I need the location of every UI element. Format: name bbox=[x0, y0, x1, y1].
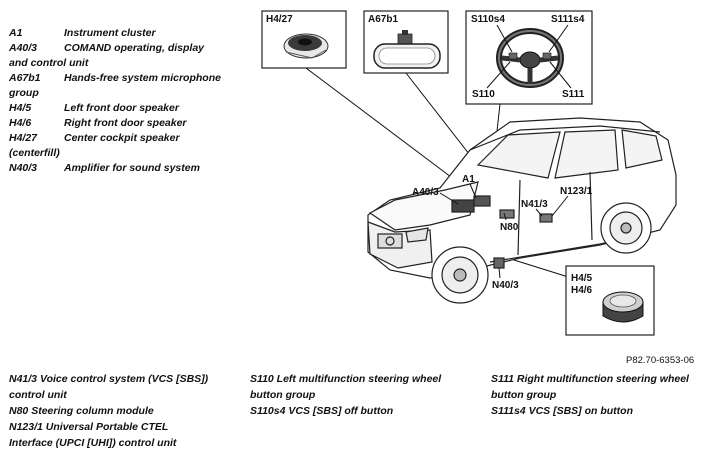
callout-n40-3: N40/3 bbox=[492, 280, 519, 291]
callout-a40-3: A40/3 bbox=[412, 187, 439, 198]
legend-desc: Right multifunction steering wheel butto… bbox=[491, 373, 689, 401]
legend-code: S110s4 bbox=[250, 405, 286, 417]
legend-row-s111: S111 Right multifunction steering wheel … bbox=[491, 371, 696, 403]
legend-bottom-col-3: S111 Right multifunction steering wheel … bbox=[491, 371, 696, 419]
steering-wheel-icon bbox=[496, 28, 564, 88]
callout-s110: S110 bbox=[472, 89, 495, 100]
legend-row-s110: S110 Left multifunction steering wheel b… bbox=[250, 371, 455, 403]
legend-desc: Amplifier for sound system bbox=[64, 162, 200, 174]
legend-code: A1 bbox=[9, 27, 23, 39]
legend-desc: VCS [SBS] off button bbox=[288, 405, 394, 417]
callout-a67b1: A67b1 bbox=[368, 14, 398, 25]
legend-desc: Steering column module bbox=[31, 405, 154, 417]
legend-desc: Right front door speaker bbox=[64, 117, 187, 129]
legend-code: N40/3 bbox=[9, 162, 38, 174]
legend-desc: Universal Portable CTEL Interface (UPCI … bbox=[9, 421, 177, 449]
suv-illustration-icon bbox=[367, 117, 677, 304]
legend-desc: Voice control system (VCS [SBS]) control… bbox=[9, 373, 209, 401]
legend-code: S111s4 bbox=[491, 405, 526, 417]
leader-line-h4-27 bbox=[305, 67, 456, 181]
callout-h4-5: H4/5 bbox=[571, 273, 593, 284]
legend-desc: COMAND operating, display and control un… bbox=[9, 42, 205, 69]
center-speaker-icon bbox=[283, 33, 329, 59]
callout-s110s4: S110s4 bbox=[471, 14, 505, 25]
legend-row-s110s4: S110s4 VCS [SBS] off button bbox=[250, 403, 455, 419]
legend-code: H4/27 bbox=[9, 132, 38, 144]
legend-code: N123/1 bbox=[9, 421, 43, 433]
legend-row-n80: N80 Steering column module bbox=[9, 403, 214, 419]
legend-code: S111 bbox=[491, 373, 514, 385]
legend-row-a40-3: A40/3 COMAND operating, display and cont… bbox=[9, 41, 224, 71]
inset-a67b1: A67b1 bbox=[363, 10, 449, 74]
callout-n80: N80 bbox=[500, 222, 519, 233]
legend-top: A1 Instrument cluster A40/3 COMAND opera… bbox=[9, 26, 224, 176]
legend-row-h4-6: H4/6 Right front door speaker bbox=[9, 116, 224, 131]
legend-row-h4-27: H4/27 Center cockpit speaker (centerfill… bbox=[9, 131, 224, 161]
legend-desc: Left front door speaker bbox=[64, 102, 179, 114]
legend-row-n40-3: N40/3 Amplifier for sound system bbox=[9, 161, 224, 176]
legend-code: H4/5 bbox=[9, 102, 32, 114]
legend-row-n41-3: N41/3 Voice control system (VCS [SBS]) c… bbox=[9, 371, 214, 403]
callout-n41-3: N41/3 bbox=[521, 199, 548, 210]
callout-s111: S111 bbox=[562, 89, 585, 100]
legend-row-s111s4: S111s4 VCS [SBS] on button bbox=[491, 403, 696, 419]
callout-n123-1: N123/1 bbox=[560, 186, 593, 197]
legend-code: N41/3 bbox=[9, 373, 38, 385]
legend-code: H4/6 bbox=[9, 117, 32, 129]
callout-a1: A1 bbox=[462, 174, 475, 185]
door-speaker-icon bbox=[602, 291, 644, 323]
legend-row-n123-1: N123/1 Universal Portable CTEL Interface… bbox=[9, 419, 214, 451]
legend-code: A67b1 bbox=[9, 72, 41, 84]
rearview-mirror-microphone-icon bbox=[373, 30, 441, 69]
callout-s111s4: S111s4 bbox=[551, 14, 585, 25]
legend-desc: Instrument cluster bbox=[64, 27, 156, 39]
inset-steering-wheel: S110s4 S111s4 S110 S111 bbox=[465, 10, 593, 105]
legend-desc: Center cockpit speaker (centerfill) bbox=[9, 132, 180, 159]
inset-h4-5-h4-6: H4/5 H4/6 bbox=[565, 265, 655, 336]
callout-h4-6: H4/6 bbox=[571, 285, 593, 296]
legend-row-h4-5: H4/5 Left front door speaker bbox=[9, 101, 224, 116]
legend-bottom-col-2: S110 Left multifunction steering wheel b… bbox=[250, 371, 455, 419]
legend-bottom-col-1: N41/3 Voice control system (VCS [SBS]) c… bbox=[9, 371, 214, 451]
legend-row-a1: A1 Instrument cluster bbox=[9, 26, 224, 41]
legend-row-a67b1: A67b1 Hands-free system microphone group bbox=[9, 71, 224, 101]
legend-desc: Left multifunction steering wheel button… bbox=[250, 373, 442, 401]
legend-code: N80 bbox=[9, 405, 29, 417]
legend-code: S110 bbox=[250, 373, 274, 385]
legend-desc: VCS [SBS] on button bbox=[528, 405, 633, 417]
legend-code: A40/3 bbox=[9, 42, 38, 54]
callout-h4-27: H4/27 bbox=[266, 14, 293, 25]
legend-desc: Hands-free system microphone group bbox=[9, 72, 221, 99]
inset-h4-27: H4/27 bbox=[261, 10, 347, 69]
figure-reference-code: P82.70-6353-06 bbox=[626, 355, 695, 366]
